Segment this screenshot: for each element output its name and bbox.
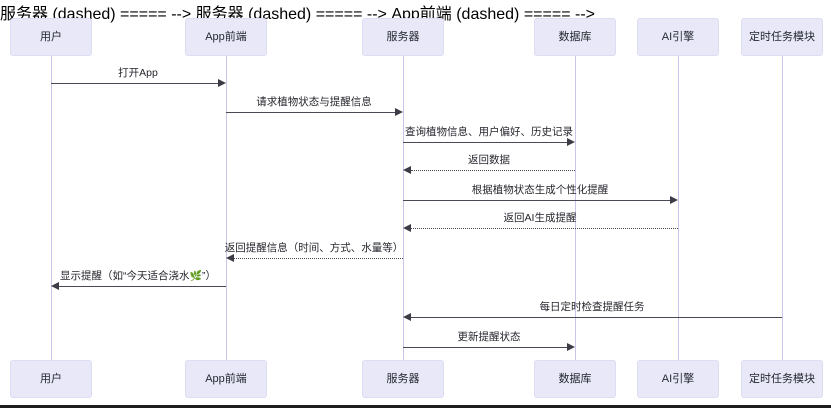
message-label-2: 请求植物状态与提醒信息	[256, 96, 372, 108]
message-line-4	[411, 170, 575, 171]
message-label-5: 根据植物状态生成个性化提醒	[471, 184, 609, 196]
message-label-6: 返回AI生成提醒	[503, 212, 577, 224]
message-line-7	[234, 258, 403, 259]
actor-box-app-top[interactable]: App前端	[185, 18, 267, 56]
message-line-2	[226, 112, 395, 113]
leaf-icon: 🌿	[189, 271, 202, 282]
message-label-4: 返回数据	[468, 154, 510, 166]
lifeline-server	[403, 56, 404, 360]
message-label-7: 返回提醒信息（时间、方式、水量等）	[224, 242, 404, 254]
actor-box-server-bottom[interactable]: 服务器	[362, 360, 444, 398]
actor-label-db-top: 数据库	[558, 30, 592, 43]
actor-label-user-bottom: 用户	[40, 372, 62, 385]
actor-label-scheduler-top: 定时任务模块	[749, 30, 815, 43]
actor-label-ai-top: AI引擎	[661, 30, 695, 43]
message-label-9: 每日定时检查提醒任务	[539, 301, 645, 313]
message-line-8	[59, 286, 226, 287]
lifeline-ai	[678, 56, 679, 360]
message-line-1	[51, 83, 218, 84]
message-label-3: 查询植物信息、用户偏好、历史记录	[405, 126, 573, 138]
actor-label-server-top: 服务器	[386, 30, 420, 43]
lifeline-db	[575, 56, 576, 360]
message-line-6	[411, 228, 678, 229]
actor-label-app-top: App前端	[205, 30, 247, 43]
actor-box-db-bottom[interactable]: 数据库	[534, 360, 616, 398]
actor-label-user-top: 用户	[40, 30, 62, 43]
message-arrow-8	[51, 282, 59, 290]
message-line-9	[411, 317, 782, 318]
actor-box-db-top[interactable]: 数据库	[534, 18, 616, 56]
message-label-10: 更新提醒状态	[457, 331, 521, 343]
actor-box-scheduler-top[interactable]: 定时任务模块	[741, 18, 823, 56]
message-line-10	[403, 347, 567, 348]
message-line-3	[403, 142, 567, 143]
actor-label-ai-bottom: AI引擎	[661, 372, 695, 385]
lifeline-user	[51, 56, 52, 360]
message-arrow-6	[403, 224, 411, 232]
actor-label-scheduler-bottom: 定时任务模块	[749, 372, 815, 385]
message-arrow-1	[218, 79, 226, 87]
message-line-5	[403, 200, 670, 201]
message-arrow-5	[670, 196, 678, 204]
message-label-8-prefix: 显示提醒（如“今天适合浇水	[60, 270, 190, 282]
message-arrow-7	[226, 254, 234, 262]
actor-box-ai-bottom[interactable]: AI引擎	[637, 360, 719, 398]
actor-box-server-top[interactable]: 服务器	[362, 18, 444, 56]
actor-label-server-bottom: 服务器	[386, 372, 420, 385]
message-arrow-2	[395, 108, 403, 116]
actor-label-app-bottom: App前端	[205, 372, 247, 385]
actor-box-user-top[interactable]: 用户	[10, 18, 92, 56]
message-label-1: 打开App	[118, 67, 158, 79]
actor-box-ai-top[interactable]: AI引擎	[637, 18, 719, 56]
message-arrow-3	[567, 138, 575, 146]
bottom-divider	[0, 405, 831, 408]
message-arrow-9	[403, 313, 411, 321]
message-arrow-4	[403, 166, 411, 174]
lifeline-scheduler	[782, 56, 783, 360]
actor-box-app-bottom[interactable]: App前端	[185, 360, 267, 398]
actor-label-db-bottom: 数据库	[558, 372, 592, 385]
message-label-8: 显示提醒（如“今天适合浇水🌿”）	[60, 271, 216, 282]
actor-box-scheduler-bottom[interactable]: 定时任务模块	[741, 360, 823, 398]
message-label-8-suffix: ”）	[201, 270, 216, 282]
message-arrow-10	[567, 343, 575, 351]
lifeline-app	[226, 56, 227, 360]
actor-box-user-bottom[interactable]: 用户	[10, 360, 92, 398]
